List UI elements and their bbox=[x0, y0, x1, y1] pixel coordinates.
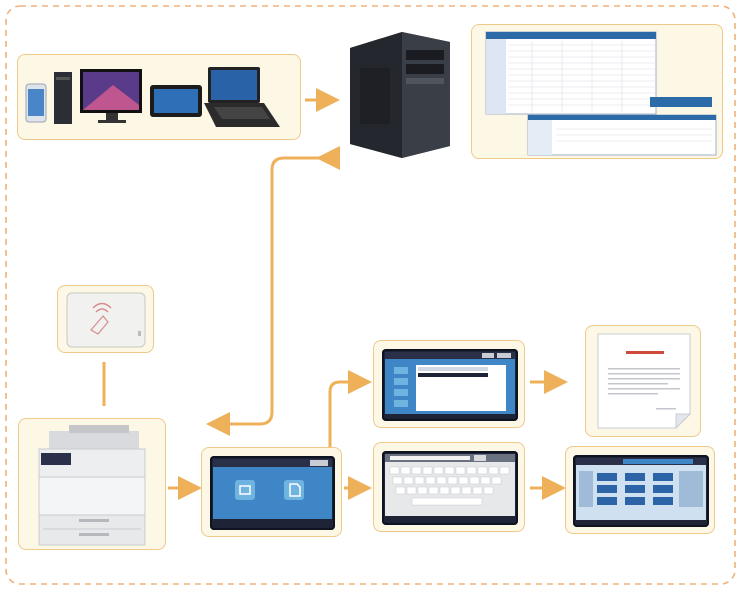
touch-panel-icon bbox=[210, 456, 335, 530]
arrow-server-printer bbox=[206, 146, 340, 436]
panel-keyboard-screen bbox=[385, 454, 515, 522]
spreadsheet-window-icon bbox=[485, 31, 712, 115]
admin-window-icon bbox=[527, 114, 717, 156]
panel-list-box bbox=[373, 340, 525, 428]
clients-box bbox=[17, 54, 301, 140]
multifunction-printer-icon bbox=[38, 425, 146, 546]
touch-panel-icon bbox=[573, 455, 709, 527]
card-reader-icon bbox=[66, 292, 146, 348]
panel-copy-box bbox=[565, 446, 715, 534]
smartphone-icon bbox=[25, 83, 47, 123]
printer-box bbox=[18, 418, 166, 550]
desktop-icon bbox=[54, 69, 142, 124]
touch-panel-icon bbox=[382, 451, 518, 525]
panel-keyboard-box bbox=[373, 442, 525, 532]
console-windows bbox=[485, 31, 717, 156]
web-console-box bbox=[471, 24, 723, 159]
touch-panel-icon bbox=[382, 349, 518, 421]
tablet-icon bbox=[150, 85, 202, 117]
tower-server-icon bbox=[350, 32, 450, 158]
printed-doc-box bbox=[585, 325, 701, 437]
outer-dashed-frame bbox=[5, 5, 736, 585]
panel-copy-screen bbox=[576, 458, 706, 525]
arrow-panel-to-list bbox=[328, 370, 372, 447]
panel-list-screen bbox=[385, 352, 515, 419]
panel-home-screen bbox=[213, 459, 332, 527]
document-icon bbox=[597, 333, 692, 430]
panel-home-box bbox=[201, 447, 342, 537]
clients-devices bbox=[25, 67, 280, 127]
laptop-icon bbox=[204, 67, 280, 127]
card-reader-box bbox=[57, 285, 154, 353]
